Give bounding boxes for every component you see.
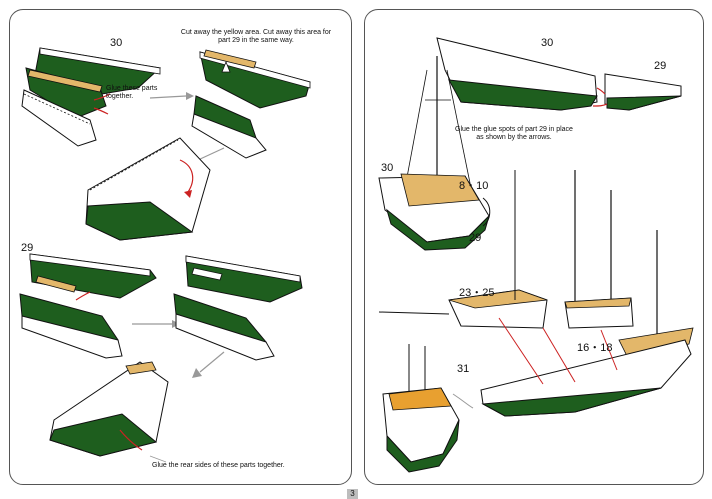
flow-arrow-4 [192,351,225,378]
flow-arrow-1 [149,92,194,100]
step2-part-number: 29 [21,242,34,254]
page-number: 3 [347,489,358,499]
deck-parts-8-10-label: 8・10 [459,180,489,192]
joined-hull-30-illustration [85,137,211,241]
flow-arrow-3 [132,320,180,328]
part-29-halves-illustration [19,253,157,359]
hull-30-and-29-illustration [436,37,682,111]
glue-arrows-step1 [93,93,111,115]
part-30-cut-illustration [191,49,311,159]
ship-31-illustration [382,344,460,473]
ship-part-29-number: 29 [469,232,482,244]
part-30-halves-illustration [21,47,162,147]
right-instruction-panel: 30 29 Glue the glue spots of part 29 in … [364,9,704,485]
left-panel-illustrations [19,47,311,463]
part-29-cut-illustration [173,255,303,361]
deck-parts-23-25-label: 23・25 [459,287,495,299]
rear-sides-note: Glue the rear sides of these parts toget… [152,462,285,469]
joined-hull-29-illustration [49,361,169,463]
deck-16-18-illustration [564,170,694,357]
glue-spots-note: Glue the glue spots of part 29 in place … [455,126,573,141]
glue-parts-note: Glue these parts together. [106,85,158,100]
part-31-number: 31 [457,363,470,375]
step1-cut-note: Cut away the yellow area. Cut away this … [180,29,332,44]
top-part-29-number: 29 [654,60,667,72]
right-panel-illustrations [378,37,694,473]
ship-part-30-number: 30 [381,162,394,174]
deck-parts-16-18-label: 16・18 [577,342,613,354]
left-instruction-panel: 30 Cut away the yellow area. Cut away th… [9,9,352,485]
flow-arrow-right [452,393,474,409]
deck-23-25-illustration [378,170,548,329]
finished-hull-illustration [480,317,692,417]
top-part-30-number: 30 [541,37,554,49]
step1-part-number: 30 [110,37,123,49]
ship-with-masts-illustration [378,56,491,251]
